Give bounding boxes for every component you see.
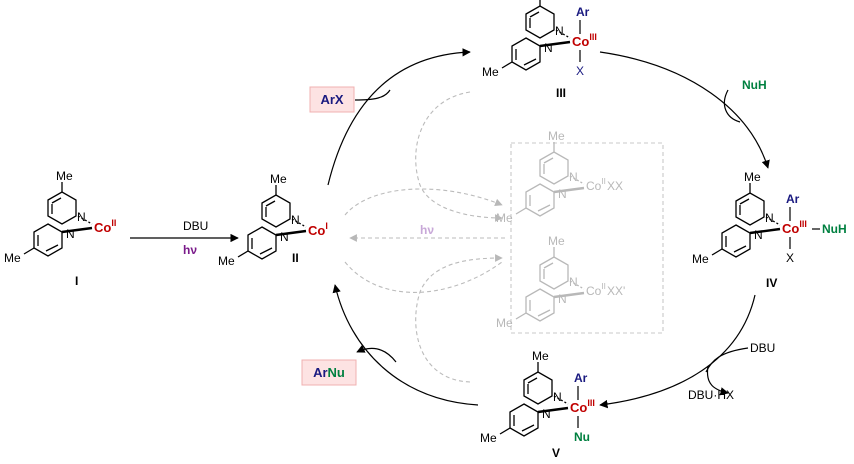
methyl-bottom-II: Me: [218, 254, 235, 268]
compound-label-I: I: [75, 274, 78, 288]
compound-label-III: III: [556, 86, 566, 100]
faded-species-box: [510, 142, 664, 334]
n-bottom-V: N: [542, 407, 551, 421]
metal-II: CoI: [308, 221, 328, 238]
arrow-II-to-III: [327, 48, 471, 186]
n-bottom-II: N: [280, 230, 289, 244]
methyl-top-V: Me: [532, 349, 549, 363]
bipyridine-II: [237, 185, 307, 260]
arrow-V-to-II: [332, 284, 479, 406]
methyl-bottom-faded_top: Me: [496, 211, 513, 225]
methyl-bottom-faded_bottom: Me: [496, 316, 513, 330]
top-ligand-III: Ar: [576, 5, 590, 19]
arnu-box: [301, 359, 357, 386]
bipyridine-III: [501, 0, 571, 71]
top-ligand-V: Ar: [574, 371, 588, 385]
top-ligand-IV: Ar: [786, 192, 800, 206]
n-bottom-faded_bottom: N: [558, 292, 567, 306]
n-top-faded_bottom: N: [569, 275, 578, 289]
metal-III: CoIII: [572, 32, 597, 49]
faded-arrow-from-ii: [344, 188, 503, 216]
methyl-top-faded_bottom: Me: [548, 234, 565, 248]
faded-arrows: [344, 91, 505, 383]
arrow-dbu-in: [705, 347, 749, 373]
bipyridine-I: [23, 182, 93, 257]
faded-arrow-to-bottom: [415, 254, 503, 383]
compound-label-V: V: [552, 446, 560, 460]
metal-faded_top: CoII: [586, 177, 606, 193]
bottom-ligand-IV: X: [786, 251, 794, 265]
arrow-III-to-IV: [599, 51, 770, 169]
methyl-top-faded_top: Me: [548, 129, 565, 143]
reagent-nuh: NuH: [742, 78, 767, 92]
bipyridine-V: [499, 362, 569, 437]
reagent-dbu-hx: DBU·HX: [688, 388, 734, 402]
product-arnu: ArNu: [313, 365, 345, 380]
methyl-top-II: Me: [270, 172, 287, 186]
methyl-bottom-V: Me: [480, 431, 497, 445]
n-bottom-faded_top: N: [558, 187, 567, 201]
n-top-V: N: [553, 390, 562, 404]
side-ligand-IV: NuH: [822, 222, 847, 236]
reagent-hv-faded: hν: [420, 223, 434, 237]
arrow-arnu-out: [356, 344, 397, 363]
metal-faded_bottom: CoII: [586, 282, 606, 298]
methyl-bottom-I: Me: [4, 251, 21, 265]
n-top-IV: N: [765, 211, 774, 225]
n-bottom-I: N: [66, 227, 75, 241]
ligands-faded_top: XX: [607, 179, 623, 193]
arx-box: [309, 86, 355, 113]
cycle-arrows: [130, 48, 770, 409]
bipyridine-faded_bottom: [515, 247, 585, 322]
arrow-arx-in: [354, 89, 391, 101]
arrow-nuh-in: [723, 89, 741, 123]
metal-I: CoII: [94, 218, 116, 235]
reagent-dbu-cycle: DBU: [750, 341, 775, 355]
n-top-faded_top: N: [569, 170, 578, 184]
bipyridine-IV: [711, 183, 781, 258]
methyl-bottom-IV: Me: [692, 252, 709, 266]
n-bottom-III: N: [544, 41, 553, 55]
metal-IV: CoIII: [782, 219, 807, 236]
arrow-IV-to-V: [599, 294, 756, 409]
arrow-dbuhx-out: [706, 365, 729, 396]
compound-label-II: II: [292, 251, 299, 265]
reagent-arx: ArX: [320, 92, 343, 107]
n-top-III: N: [555, 24, 564, 38]
ligands-faded_bottom: XX': [607, 284, 625, 298]
bottom-ligand-V: Nu: [574, 430, 590, 444]
methyl-top-I: Me: [56, 169, 73, 183]
faded-arrow-to-top: [415, 91, 503, 222]
faded-arrow-from-bottom: [344, 261, 503, 293]
reagent-dbu-activation: DBU: [183, 219, 208, 233]
metal-V: CoIII: [570, 398, 595, 415]
methyl-bottom-III: Me: [482, 65, 499, 79]
bipyridine-faded_top: [515, 142, 585, 217]
n-top-II: N: [291, 213, 300, 227]
bottom-ligand-III: X: [576, 64, 584, 78]
n-bottom-IV: N: [754, 228, 763, 242]
reagent-hv: hν: [183, 243, 197, 257]
compound-label-IV: IV: [766, 276, 777, 290]
n-top-I: N: [77, 210, 86, 224]
methyl-top-IV: Me: [744, 170, 761, 184]
